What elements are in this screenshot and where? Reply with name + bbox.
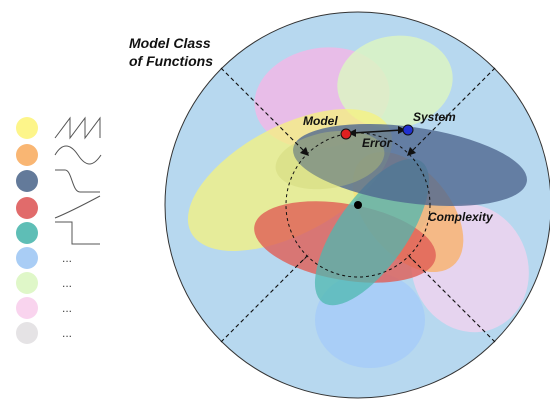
legend-swatch-orange — [16, 144, 38, 166]
legend-swatches — [16, 117, 38, 344]
curve-icon — [54, 195, 101, 219]
complexity-label: Complexity — [428, 210, 493, 224]
ellipse-yellow-overlay — [275, 130, 385, 190]
legend-swatch-slate — [16, 170, 38, 192]
legend-swatch-light-blue — [16, 247, 38, 269]
dashed-axes — [220, 67, 496, 343]
model-class-title-line2: of Functions — [129, 53, 213, 69]
system-label: System — [413, 110, 456, 124]
system-point — [402, 124, 414, 136]
model-class-ellipses — [187, 35, 529, 368]
model-class-title: Model Class — [129, 35, 211, 51]
legend-ellipsis: ... — [62, 301, 73, 315]
sawtooth-wave-icon — [54, 116, 101, 140]
legend-swatch-red — [16, 197, 38, 219]
legend-ellipsis: ... — [62, 276, 73, 290]
ellipse-slate-blue — [293, 123, 527, 207]
center-point — [354, 201, 362, 209]
model-label: Model — [303, 114, 338, 128]
legend-swatch-gray — [16, 322, 38, 344]
legend-swatch-teal — [16, 222, 38, 244]
smooth-step-icon — [55, 169, 100, 193]
square-pulse-icon — [55, 221, 100, 245]
legend-swatch-yellow — [16, 117, 38, 139]
legend-swatch-pink — [16, 297, 38, 319]
legend-swatch-light-green — [16, 272, 38, 294]
legend-ellipsis: ... — [62, 251, 73, 265]
error-arrow — [348, 126, 406, 137]
legend-ellipsis: ... — [62, 326, 73, 340]
ellipse-light-green — [337, 35, 453, 129]
model-point — [340, 128, 352, 140]
sine-wave-icon — [54, 145, 102, 165]
error-label: Error — [362, 136, 392, 150]
